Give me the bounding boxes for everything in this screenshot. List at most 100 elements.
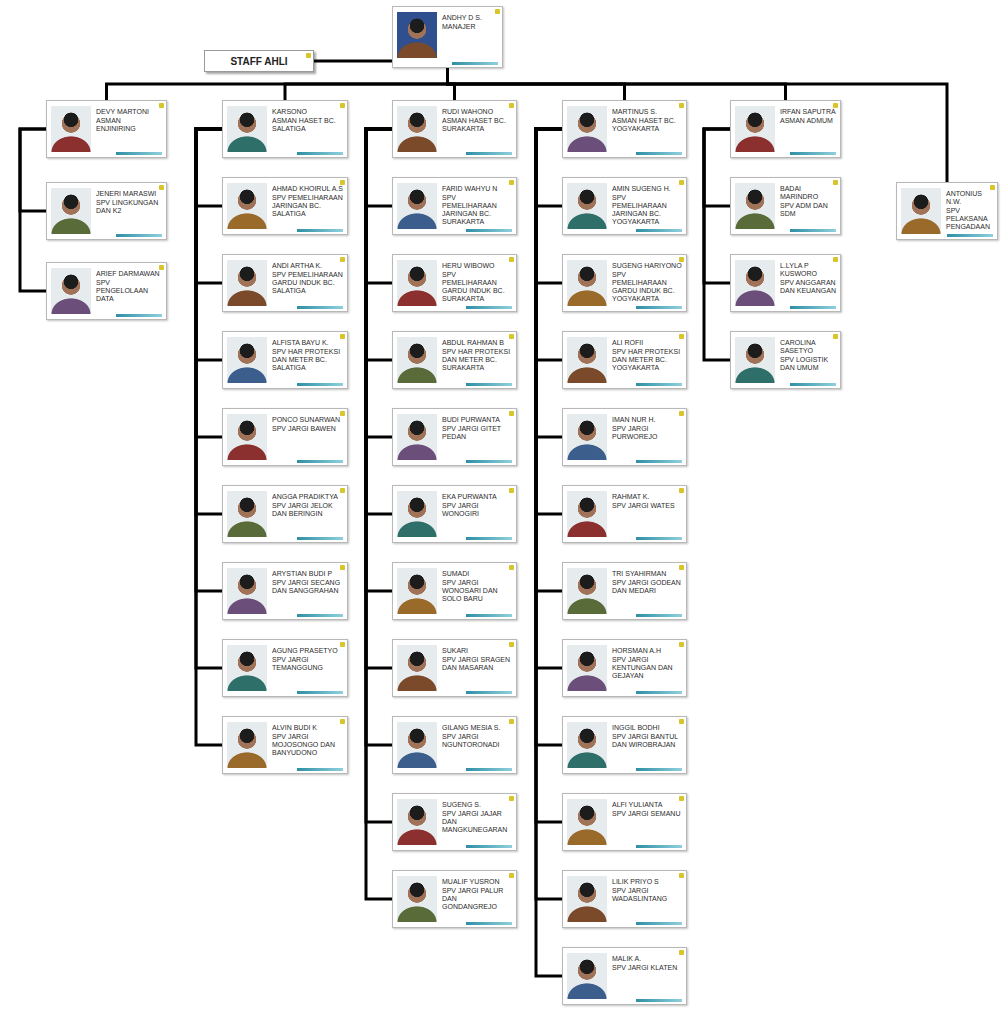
text-area: BADAI MARINDROSPV ADM DAN SDM [780,185,836,218]
job-title: SPV PENGELOLAAN DATA [96,279,162,303]
corner-logo [340,334,345,339]
text-area: ARIEF DARMAWANSPV PENGELOLAAN DATA [96,270,162,303]
text-area: KARSONOASMAN HASET BC. SALATIGA [272,108,343,133]
person-card: HERU WIBOWOSPV PEMELIHARAAN GARDU INDUK … [392,254,517,312]
accent-strip [466,306,512,309]
job-title: ASMAN HASET BC. SURAKARTA [442,117,512,133]
person-name: ALFI YULIANTA [612,801,682,809]
person-card: FARID WAHYU NSPV PEMELIHARAAN JARINGAN B… [392,177,517,235]
accent-strip [466,152,512,155]
person-name: ALFISTA BAYU K. [272,339,343,347]
corner-logo [509,257,514,262]
connector [536,129,562,437]
corner-logo [340,411,345,416]
person-card: GILANG MESIA S.SPV JARGI NGUNTORONADI [392,716,517,774]
person-card: AGUNG PRASETYOSPV JARGI TEMANGGUNG [222,639,348,697]
portrait-photo [397,568,437,614]
connector [366,129,392,899]
person-name: ARYSTIAN BUDI P [272,570,343,578]
accent-strip [297,229,343,232]
text-area: AGUNG PRASETYOSPV JARGI TEMANGGUNG [272,647,343,672]
person-card: KARSONOASMAN HASET BC. SALATIGA [222,100,348,158]
person-name: HERU WIBOWO [442,262,512,270]
connector [107,68,448,100]
person-name: MALIK A. [612,955,682,963]
connector [366,129,392,360]
text-area: DEVY MARTONIASMAN ENJINIRING [96,108,162,133]
corner-logo [679,334,684,339]
person-name: HORSMAN A.H [612,647,682,655]
connector [536,129,562,899]
job-title: SPV PELAKSANA PENGADAAN [946,207,993,231]
corner-logo [679,565,684,570]
text-area: RUDI WAHONOASMAN HASET BC. SURAKARTA [442,108,512,133]
text-area: HERU WIBOWOSPV PEMELIHARAAN GARDU INDUK … [442,262,512,303]
corner-logo [306,53,311,58]
text-area: ALVIN BUDI KSPV JARGI MOJOSONGO DAN BANY… [272,724,343,757]
connector [536,129,562,822]
person-name: ARIEF DARMAWAN [96,270,162,278]
person-card: TRI SYAHIRMANSPV JARGI GODEAN DAN MEDARI [562,562,687,620]
accent-strip [947,234,993,237]
corner-logo [495,9,500,14]
accent-strip [636,922,682,925]
text-area: GILANG MESIA S.SPV JARGI NGUNTORONADI [442,724,512,749]
person-card: AHMAD KHOIRUL A.SSPV PEMELIHARAAN JARING… [222,177,348,235]
job-title: ASMAN ENJINIRING [96,117,162,133]
person-name: RAHMAT K. [612,493,682,501]
corner-logo [509,642,514,647]
accent-strip [466,229,512,232]
portrait-photo [567,953,607,999]
text-area: ANDI ARTHA K.SPV PEMELIHARAAN GARDU INDU… [272,262,343,295]
accent-strip [297,306,343,309]
accent-strip [790,229,836,232]
portrait-photo [397,645,437,691]
text-area: L.LYLA P KUSWOROSPV ANGGARAN DAN KEUANGA… [780,262,836,295]
accent-strip [636,383,682,386]
person-name: MARTINUS S. [612,108,682,116]
text-area: FARID WAHYU NSPV PEMELIHARAAN JARINGAN B… [442,185,512,226]
person-card: IMAN NUR H.SPV JARGI PURWOREJO [562,408,687,466]
person-card: DEVY MARTONIASMAN ENJINIRING [46,100,167,158]
job-title: ASMAN HASET BC. YOGYAKARTA [612,117,682,133]
accent-strip [466,614,512,617]
corner-logo [509,488,514,493]
person-name: MUALIF YUSRON [442,878,512,886]
person-name: ANTONIUS N.W. [946,190,993,206]
text-area: LILIK PRIYO SSPV JARGI WADASLINTANG [612,878,682,903]
job-title: SPV JARGI BANTUL DAN WIROBRAJAN [612,733,682,749]
connector [536,129,562,514]
job-title: SPV JARGI WADASLINTANG [612,887,682,903]
portrait-photo [397,876,437,922]
accent-strip [297,460,343,463]
text-area: ALFISTA BAYU K.SPV HAR PROTEKSI DAN METE… [272,339,343,372]
person-card: MALIK A.SPV JARGI KLATEN [562,947,687,1005]
connector [536,129,562,206]
person-name: IMAN NUR H. [612,416,682,424]
person-name: LILIK PRIYO S [612,878,682,886]
corner-logo [159,103,164,108]
corner-logo [679,642,684,647]
accent-strip [297,768,343,771]
connector [20,129,46,211]
portrait-photo [227,568,267,614]
portrait-photo [735,337,775,383]
person-name: ANDI ARTHA K. [272,262,343,270]
job-title: SPV ADM DAN SDM [780,202,836,218]
connector [536,129,562,591]
connector [285,68,448,100]
accent-strip [466,691,512,694]
text-area: ANTONIUS N.W.SPV PELAKSANA PENGADAAN [946,190,993,231]
accent-strip [297,691,343,694]
person-card: SUMADISPV JARGI WONOSARI DAN SOLO BARU [392,562,517,620]
unit-box: STAFF AHLI [204,50,314,72]
job-title: SPV JARGI JELOK DAN BERINGIN [272,502,343,518]
person-card: INGGIL BODHISPV JARGI BANTUL DAN WIROBRA… [562,716,687,774]
person-card: SUGENG HARIYONOSPV PEMELIHARAAN GARDU IN… [562,254,687,312]
job-title: SPV PEMELIHARAAN GARDU INDUK BC. YOGYAKA… [612,271,682,303]
corner-logo [159,265,164,270]
portrait-photo [397,414,437,460]
text-area: EKA PURWANTASPV JARGI WONOGIRI [442,493,512,518]
accent-strip [452,62,498,65]
connector [448,68,948,182]
